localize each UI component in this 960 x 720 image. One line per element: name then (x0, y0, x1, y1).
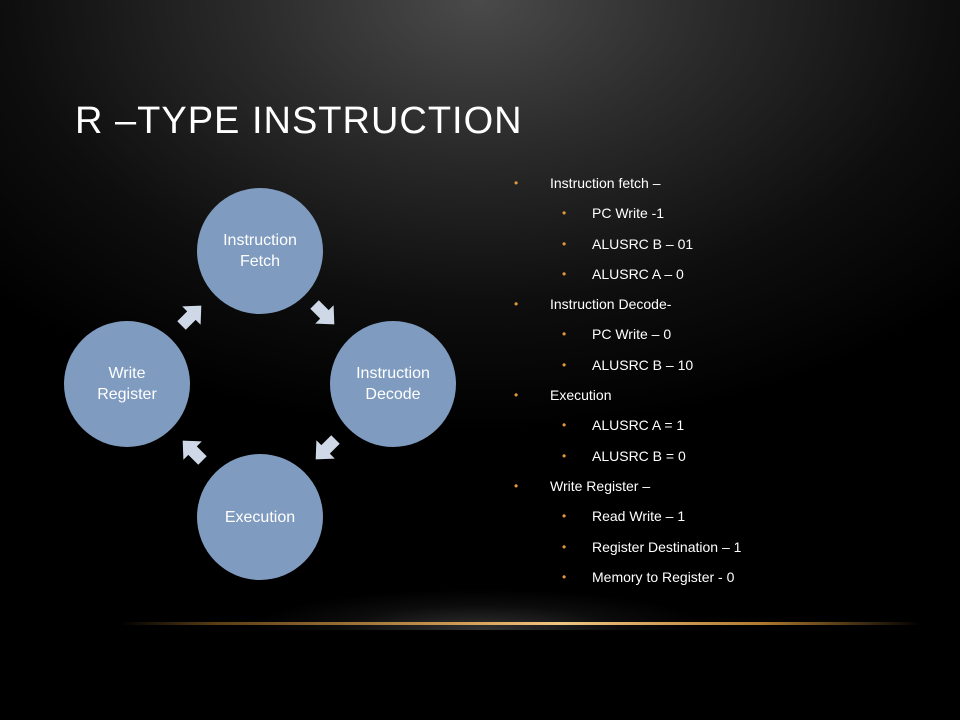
node-instruction-decode: Instruction Decode (330, 321, 456, 447)
node-execution-label: Execution (224, 508, 296, 526)
bullet-item: • Register Destination – 1 (512, 532, 942, 562)
bullet-dot-icon: • (514, 297, 519, 312)
arrow-write-to-fetch (177, 305, 202, 330)
bullet-item: • Instruction fetch – (512, 168, 942, 198)
node-instruction-fetch: Instruction Fetch (197, 188, 323, 314)
arrow-decode-to-execution (315, 435, 340, 460)
node-write-register: Write Register (64, 321, 190, 447)
bullet-text: Instruction Decode- (550, 296, 672, 313)
bullet-text: Read Write – 1 (592, 508, 686, 525)
bullet-text: Write Register – (550, 477, 651, 494)
bullet-item: • PC Write -1 (512, 198, 942, 228)
bullet-item: • Memory to Register - 0 (512, 562, 942, 592)
bullet-item: • ALUSRC B = 0 (512, 441, 942, 471)
bullet-item: • PC Write – 0 (512, 319, 942, 349)
bullet-list: • Instruction fetch – • PC Write -1 • ALUSR… (512, 168, 942, 592)
bullet-text: ALUSRC B – 01 (592, 235, 694, 252)
bullet-dot-icon: • (562, 418, 567, 433)
node-instruction-fetch-label: Instruction Fetch (223, 232, 297, 270)
bullet-dot-icon: • (562, 357, 567, 372)
arrow-fetch-to-decode (310, 300, 335, 325)
bullet-text: Execution (550, 387, 612, 404)
bullet-dot-icon: • (562, 539, 567, 554)
node-write-register-label: Write Register (97, 365, 157, 403)
bullet-item: • ALUSRC B – 10 (512, 350, 942, 380)
bullet-text: ALUSRC A = 1 (592, 417, 685, 434)
bullet-dot-icon: • (562, 448, 567, 463)
bullet-text: Memory to Register - 0 (592, 568, 735, 585)
bullet-item: • Instruction Decode- (512, 289, 942, 319)
bullet-item: • ALUSRC A = 1 (512, 410, 942, 440)
bullet-dot-icon: • (514, 176, 519, 190)
bullet-text: ALUSRC A – 0 (592, 265, 684, 282)
bullet-dot-icon: • (562, 509, 567, 524)
bullet-item: • ALUSRC A – 0 (512, 259, 942, 289)
bullet-text: Instruction fetch – (550, 175, 661, 191)
arrow-execution-to-write (182, 440, 207, 465)
bullet-dot-icon: • (562, 569, 567, 584)
bullet-text: PC Write -1 (592, 205, 665, 222)
bullet-dot-icon: • (562, 266, 567, 281)
bullet-dot-icon: • (562, 236, 567, 251)
node-execution: Execution (197, 454, 323, 580)
node-instruction-decode-label: Instruction Decode (356, 365, 430, 403)
bullet-item: • ALUSRC B – 01 (512, 229, 942, 259)
bullet-dot-icon: • (514, 478, 519, 493)
bullet-text: PC Write – 0 (592, 326, 672, 343)
slide-title: R –TYPE INSTRUCTION (75, 100, 523, 142)
bullet-text: ALUSRC B = 0 (592, 447, 686, 464)
bullet-text: Register Destination – 1 (592, 538, 742, 555)
bullet-item: • Read Write – 1 (512, 501, 942, 531)
bullet-text: ALUSRC B – 10 (592, 356, 694, 373)
bullet-dot-icon: • (562, 206, 567, 221)
bullet-dot-icon: • (562, 327, 567, 342)
bullet-item: • Execution (512, 380, 942, 410)
bullet-dot-icon: • (514, 388, 519, 403)
floor-line (120, 622, 920, 625)
bullet-item: • Write Register – (512, 471, 942, 501)
